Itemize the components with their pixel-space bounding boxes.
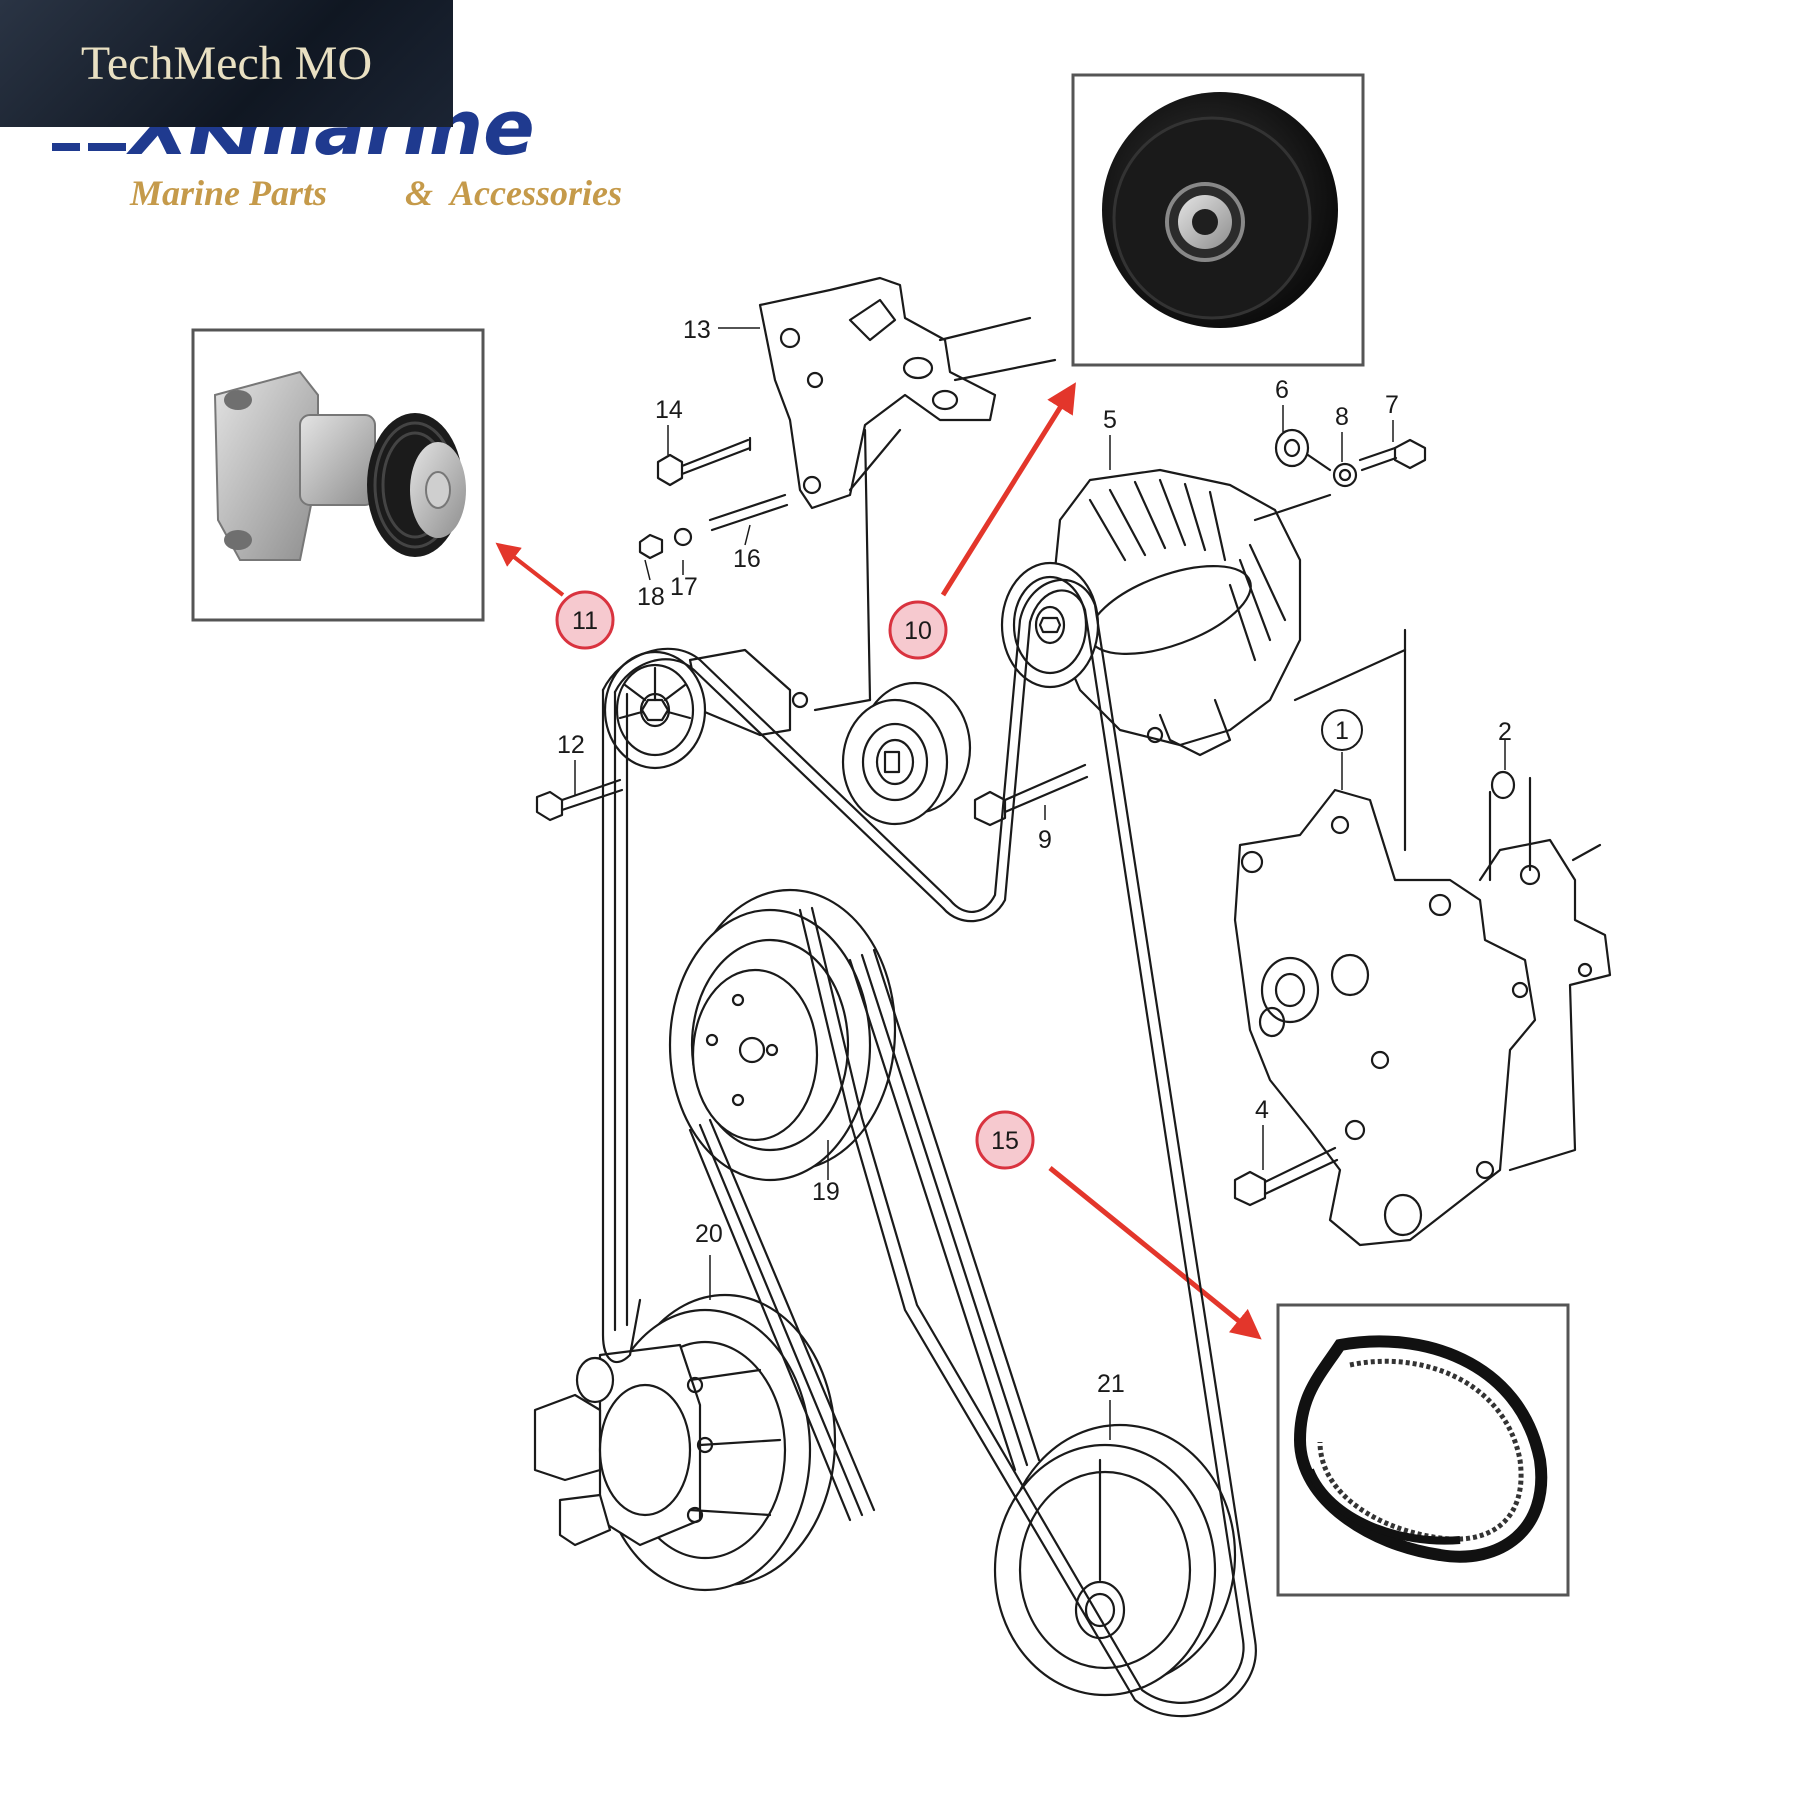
label-5: 5 <box>1103 406 1117 434</box>
label-4: 4 <box>1255 1096 1269 1124</box>
label-12: 12 <box>557 731 585 759</box>
label-16: 16 <box>733 545 761 573</box>
stud-2 <box>1488 770 1602 882</box>
label-1: 1 <box>1335 717 1349 745</box>
label-1-circle <box>1321 709 1363 751</box>
bolt-14 <box>656 436 752 487</box>
brand-tagline-amp: & <box>405 173 433 213</box>
serpentine-belt-15 <box>601 578 1257 1718</box>
mounting-bracket-1 <box>1233 788 1612 1247</box>
alternator-5 <box>1048 468 1407 852</box>
idler-pulley-photo-inset <box>1071 73 1365 367</box>
label-8: 8 <box>1335 403 1349 431</box>
callout-10: 10 <box>888 600 948 660</box>
part-label-texts: 13 14 16 17 18 12 9 5 6 8 7 2 4 19 20 21… <box>557 316 1512 1398</box>
callout-15-label: 15 <box>991 1127 1019 1155</box>
crankshaft-pulley-19 <box>668 888 897 1182</box>
callout-11: 11 <box>555 590 615 650</box>
label-17: 17 <box>670 573 698 601</box>
tensioner-assembly <box>603 648 809 770</box>
brand-tagline-b: Accessories <box>448 173 622 213</box>
brand-logo: XK marine Marine Parts & Accessories <box>52 83 622 213</box>
sea-water-pump-20 <box>533 1293 837 1592</box>
watermark-banner: TechMech MO <box>0 0 453 127</box>
label-19: 19 <box>812 1178 840 1206</box>
mounting-bracket-13 <box>758 276 1057 712</box>
hardware-6-7-8 <box>1274 428 1427 488</box>
callout-15: 15 <box>975 1110 1035 1170</box>
serpentine-belt-photo-inset <box>1276 1303 1570 1597</box>
part-labels <box>574 327 1506 1440</box>
idler-pulley-10 <box>841 681 972 826</box>
bolt-12 <box>535 778 624 822</box>
label-21: 21 <box>1097 1370 1125 1398</box>
label-13: 13 <box>683 316 711 344</box>
tensioner-photo-inset <box>191 328 485 622</box>
line-art <box>533 276 1612 1718</box>
callout-10-label: 10 <box>904 617 932 645</box>
watermark-text: TechMech MO <box>80 37 373 90</box>
label-14: 14 <box>655 396 683 424</box>
label-7: 7 <box>1385 391 1399 419</box>
bolt-4 <box>1233 1146 1339 1207</box>
bolt-9 <box>973 763 1089 827</box>
callout-11-label: 11 <box>572 607 598 635</box>
pointer-arrows <box>495 382 1262 1340</box>
label-20: 20 <box>695 1220 723 1248</box>
label-6: 6 <box>1275 376 1289 404</box>
label-9: 9 <box>1038 826 1052 854</box>
stud-washer-nut-16-17-18 <box>638 493 789 560</box>
brand-tagline-a: Marine Parts <box>129 173 327 213</box>
auxiliary-pulley-21 <box>993 1423 1237 1697</box>
label-18: 18 <box>637 583 665 611</box>
label-2: 2 <box>1498 718 1512 746</box>
